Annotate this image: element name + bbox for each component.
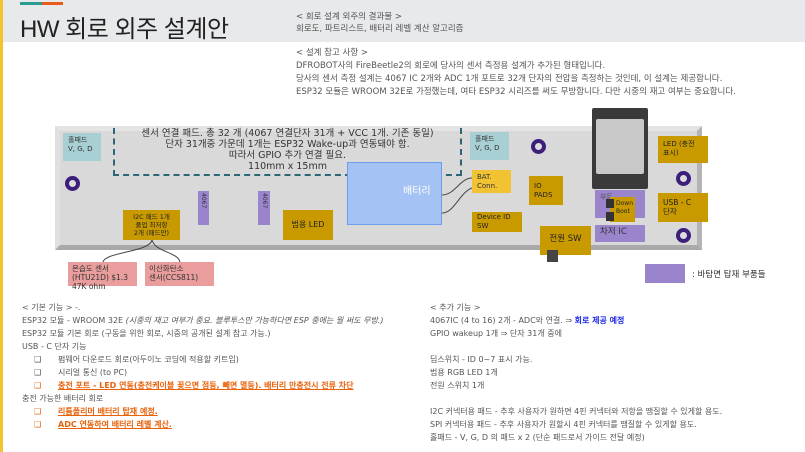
title-accent-teal <box>20 2 42 5</box>
ic-4067-b: 4067 <box>258 191 270 225</box>
basic-features: < 기본 기능 > -. ESP32 모듈 - WROOM 32E (시중의 재… <box>22 301 392 431</box>
extra-line: I2C 커넥터용 패드 - 추후 사용자가 원하면 4핀 커넥터와 저항을 땜질… <box>430 407 723 416</box>
left-accent-bar <box>0 0 3 452</box>
extra-line: SPI 커넥터용 패드 - 추후 사용자가 원할시 4핀 커넥터를 땜질할 수 … <box>430 420 697 429</box>
legend-label: : 바탐면 탑재 부품들 <box>692 270 766 280</box>
result-heading: < 회로 설계 외주의 결과물 > <box>296 12 402 22</box>
usb-heading: USB - C 단자 기능 <box>22 342 87 351</box>
checkbox-icon: ❑ <box>34 355 42 364</box>
switch-actuator <box>547 250 558 262</box>
base-circuit: ESP32 모듈 기본 회로 (구동을 위한 회로, 시중의 공개된 설계 참고… <box>22 329 271 338</box>
notes-line: ESP32 모듈은 WROOM 32E로 가정했는데, 여타 ESP32 시리즈… <box>296 87 736 97</box>
result-text: 회로도, 파트리스트, 배터리 레벨 계산 알고리즘 <box>296 24 464 34</box>
checkbox-icon: ❑ <box>34 381 42 390</box>
general-led: 범용 LED <box>283 210 333 240</box>
sensor-pad-text: 따라서 GPIO 추가 연결 필요. <box>228 150 347 161</box>
battery: 배터리 <box>347 162 442 225</box>
esp32-module <box>592 108 648 189</box>
header-band <box>3 0 805 42</box>
page-title: HW 회로 외주 설계안 <box>20 16 229 43</box>
legend-swatch <box>645 264 685 283</box>
esp-line: ESP32 모듈 - WROOM 32E <box>22 316 126 325</box>
ic-4067-a: 4067 <box>198 191 209 225</box>
extra-line: 범용 RGB LED 1개 <box>430 368 498 377</box>
sensor-pad-text: 단자 31개중 가운데 1개는 ESP32 Wake-up과 연동돼야 함. <box>165 139 410 150</box>
extra-line: 딥스위치 - ID 0~7 표시 가능. <box>430 355 533 364</box>
list-item: ADC 연동하여 배터리 레벨 계산. <box>58 420 172 429</box>
list-item: 리튬폴리머 배터리 탑재 예정. <box>58 407 158 416</box>
extra-line: 홀패드 - V, G, D 의 패드 x 2 (단순 패드로서 가이드 전달 예… <box>430 433 645 442</box>
extra-line: 4067IC (4 to 16) 2개 - ADC와 연결. ⇒ <box>430 316 575 325</box>
battery-heading: 충전 가능한 배터리 회로 <box>22 394 104 403</box>
charger-ic: 차저 IC <box>595 225 645 242</box>
list-item: 펌웨어 다운로드 회로(아두이노 코딩에 적용할 키트임) <box>58 355 239 364</box>
checkbox-icon: ❑ <box>34 420 42 429</box>
mounting-hole-icon <box>676 228 691 243</box>
mounting-hole-icon <box>676 171 691 186</box>
mounting-hole-icon <box>531 139 546 154</box>
extra-highlight: 회로 제공 예정 <box>574 316 625 325</box>
title-accent-orange <box>42 2 63 5</box>
notes-heading: < 설계 참고 사항 > <box>296 48 368 58</box>
checkbox-icon: ❑ <box>34 368 42 377</box>
sensor-pad-size: 110mm x 15mm <box>248 161 327 172</box>
extra-line: 전원 스위치 1개 <box>430 381 485 390</box>
list-item: 시리얼 통신 (to PC) <box>58 368 128 377</box>
extra-heading: < 추가 기능 > <box>430 303 481 312</box>
extra-features: < 추가 기능 > 4067IC (4 to 16) 2개 - ADC와 연결.… <box>430 301 800 444</box>
notes-line: DFROBOT사의 FireBeetle2의 회로에 당사의 센서 측정용 설계… <box>296 61 606 71</box>
button-actuator <box>606 212 614 221</box>
checkbox-icon: ❑ <box>34 407 42 416</box>
result-block: < 회로 설계 외주의 결과물 > 회로도, 파트리스트, 배터리 레벨 계산 … <box>296 11 464 35</box>
mounting-hole-icon <box>65 176 80 191</box>
battery-connector: BAT.Conn. <box>472 170 511 193</box>
sensor-pad-text: 센서 연결 패드. 총 32 개 (4067 연결단자 31개 + VCC 1개… <box>141 128 434 139</box>
notes-block: < 설계 참고 사항 > DFROBOT사의 FireBeetle2의 회로에 … <box>296 47 736 99</box>
button-actuator <box>606 199 614 208</box>
esp-note: (시중의 재고 여부가 중요. 블루투스만 가능하다면 ESP 중에는 뭘 써도… <box>125 316 384 325</box>
sensor-pad-area: 센서 연결 패드. 총 32 개 (4067 연결단자 31개 + VCC 1개… <box>113 128 462 176</box>
notes-line: 당사의 센서 측정 설계는 4067 IC 2개와 ADC 1개 포트로 32개… <box>296 74 723 84</box>
basic-heading: < 기본 기능 > -. <box>22 303 81 312</box>
list-item: 충전 포트 - LED 연동(충전케이블 꽂으면 점등, 빼면 멸등). 배터리… <box>58 381 354 390</box>
extra-line: GPIO wakeup 1개 ⇒ 단자 31개 중에 <box>430 329 562 338</box>
